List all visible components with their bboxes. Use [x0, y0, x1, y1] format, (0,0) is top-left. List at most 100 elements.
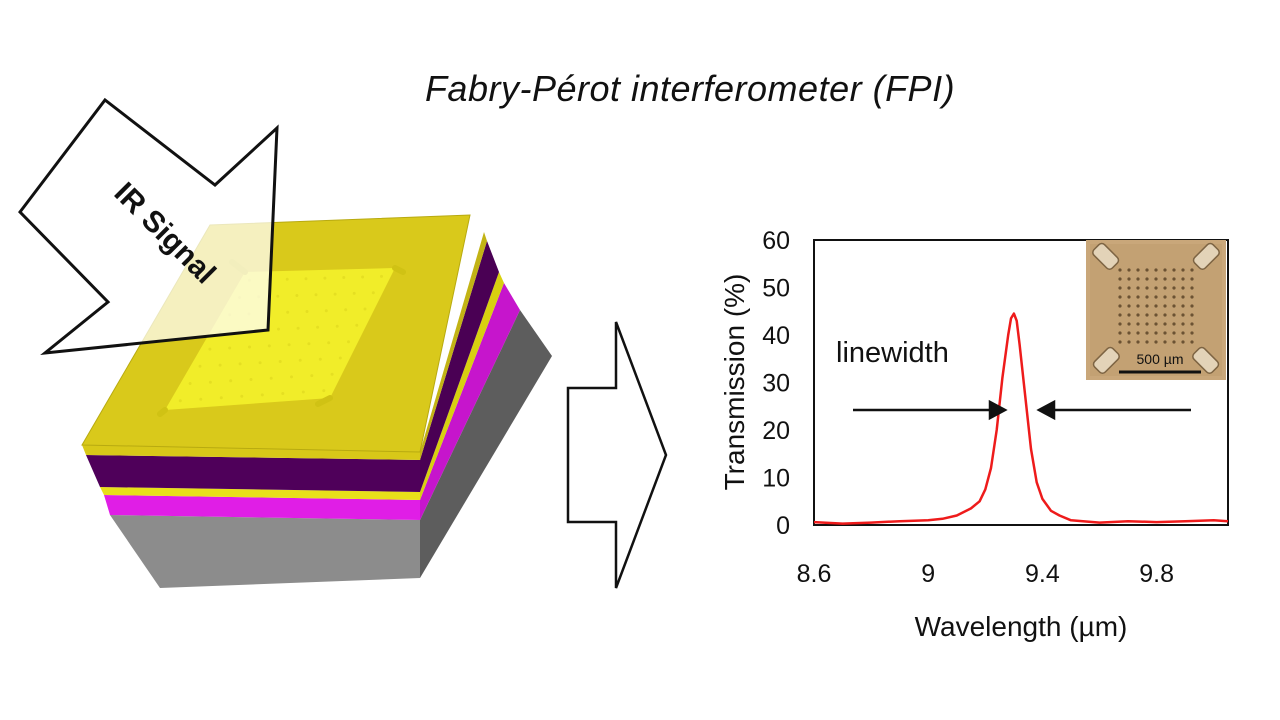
- inset-hole: [1172, 340, 1176, 344]
- inset-hole: [1181, 313, 1185, 317]
- linewidth-arrows: [853, 399, 1191, 421]
- membrane-hole: [305, 310, 309, 313]
- y-tick-label: 40: [762, 322, 790, 350]
- y-tick-label: 60: [762, 227, 790, 255]
- inset-hole: [1154, 286, 1158, 290]
- transmission-curve: [813, 312, 1229, 525]
- micrograph-inset: 500 µm: [1086, 240, 1226, 380]
- inset-hole: [1127, 277, 1131, 281]
- y-tick-label: 20: [762, 417, 790, 445]
- inset-hole: [1190, 340, 1194, 344]
- ir-arrow-shape: [18, 97, 279, 356]
- y-tick-label: 30: [762, 370, 790, 398]
- membrane-hole: [248, 345, 251, 349]
- inset-hole: [1118, 286, 1122, 290]
- inset-hole: [1154, 322, 1158, 326]
- inset-hole: [1190, 286, 1194, 290]
- membrane-hole: [304, 277, 308, 281]
- membrane-hole: [285, 277, 289, 281]
- inset-hole: [1136, 268, 1140, 272]
- inset-hole: [1118, 340, 1122, 344]
- inset-hole: [1136, 295, 1140, 299]
- x-tick-label: 9.4: [1025, 560, 1060, 588]
- inset-hole: [1127, 322, 1131, 326]
- inset-hole: [1127, 304, 1131, 308]
- inset-hole: [1145, 304, 1149, 308]
- inset-hole: [1127, 340, 1131, 344]
- membrane-hole: [219, 396, 223, 400]
- linewidth-label: linewidth: [836, 337, 949, 369]
- inset-hole: [1118, 277, 1122, 281]
- inset-hole: [1163, 286, 1167, 290]
- inset-hole: [1154, 313, 1158, 317]
- inset-hole: [1163, 268, 1167, 272]
- inset-hole: [1163, 340, 1167, 344]
- membrane-hole: [318, 357, 322, 361]
- inset-hole: [1163, 322, 1167, 326]
- figure-title: Fabry-Pérot interferometer (FPI): [424, 68, 956, 109]
- membrane-hole: [338, 356, 342, 360]
- membrane-hole: [333, 292, 337, 296]
- top-layer-right-face: [420, 232, 487, 460]
- inset-hole: [1145, 322, 1149, 326]
- inset-hole: [1127, 295, 1131, 299]
- dark-layer-left-face: [86, 455, 420, 492]
- substrate-right-face: [420, 310, 552, 578]
- membrane-hole: [307, 342, 311, 346]
- inset-hole: [1118, 304, 1122, 308]
- membrane-hole: [287, 343, 291, 347]
- inset-hole: [1145, 340, 1149, 344]
- inset-hole: [1181, 268, 1185, 272]
- process-arrow: [566, 321, 668, 589]
- right-arrowhead: [1036, 399, 1056, 421]
- inset-hole: [1136, 286, 1140, 290]
- membrane-hole: [322, 389, 326, 393]
- membrane-hole: [327, 341, 331, 345]
- membrane-hole: [199, 397, 203, 401]
- inset-hole: [1172, 277, 1176, 281]
- inset-hole: [1118, 268, 1122, 272]
- membrane-hole: [240, 394, 244, 398]
- inset-hole: [1163, 331, 1167, 335]
- thin-yellow-left-face: [100, 487, 420, 500]
- top-layer-left-face: [82, 445, 420, 460]
- y-axis-label: Transmission (%): [719, 274, 750, 491]
- membrane-hole: [258, 361, 262, 365]
- inset-hole: [1136, 277, 1140, 281]
- membrane-hole: [371, 291, 375, 295]
- y-tick-label: 0: [776, 512, 790, 540]
- inset-hole: [1190, 268, 1194, 272]
- inset-hole: [1154, 304, 1158, 308]
- membrane-hole: [218, 363, 222, 367]
- membrane-hole: [260, 393, 264, 397]
- inset-hole: [1136, 340, 1140, 344]
- membrane-hole: [267, 344, 271, 348]
- inset-hole: [1190, 277, 1194, 281]
- membrane-hole: [323, 276, 327, 280]
- membrane-hole: [342, 276, 346, 279]
- x-axis-label: Wavelength (µm): [915, 611, 1128, 642]
- inset-hole: [1154, 277, 1158, 281]
- membrane-hole: [295, 294, 299, 297]
- inset-hole: [1172, 313, 1176, 317]
- membrane-hole: [278, 360, 282, 363]
- membrane-hole: [363, 307, 367, 311]
- membrane-hole: [198, 364, 202, 368]
- fpi-device: [81, 214, 552, 588]
- inset-hole: [1145, 295, 1149, 299]
- membrane-hole: [314, 293, 318, 297]
- membrane-hole: [290, 375, 293, 379]
- inset-hole: [1154, 268, 1158, 272]
- inset-hole: [1145, 286, 1149, 290]
- inset-hole: [1163, 295, 1167, 299]
- membrane-hole: [269, 376, 273, 380]
- membrane-hole: [347, 340, 350, 344]
- x-tick-label: 9.8: [1139, 560, 1174, 588]
- inset-hole: [1181, 286, 1185, 290]
- inset-hole: [1136, 322, 1140, 326]
- membrane-hole: [298, 358, 302, 362]
- inset-hole: [1154, 295, 1158, 299]
